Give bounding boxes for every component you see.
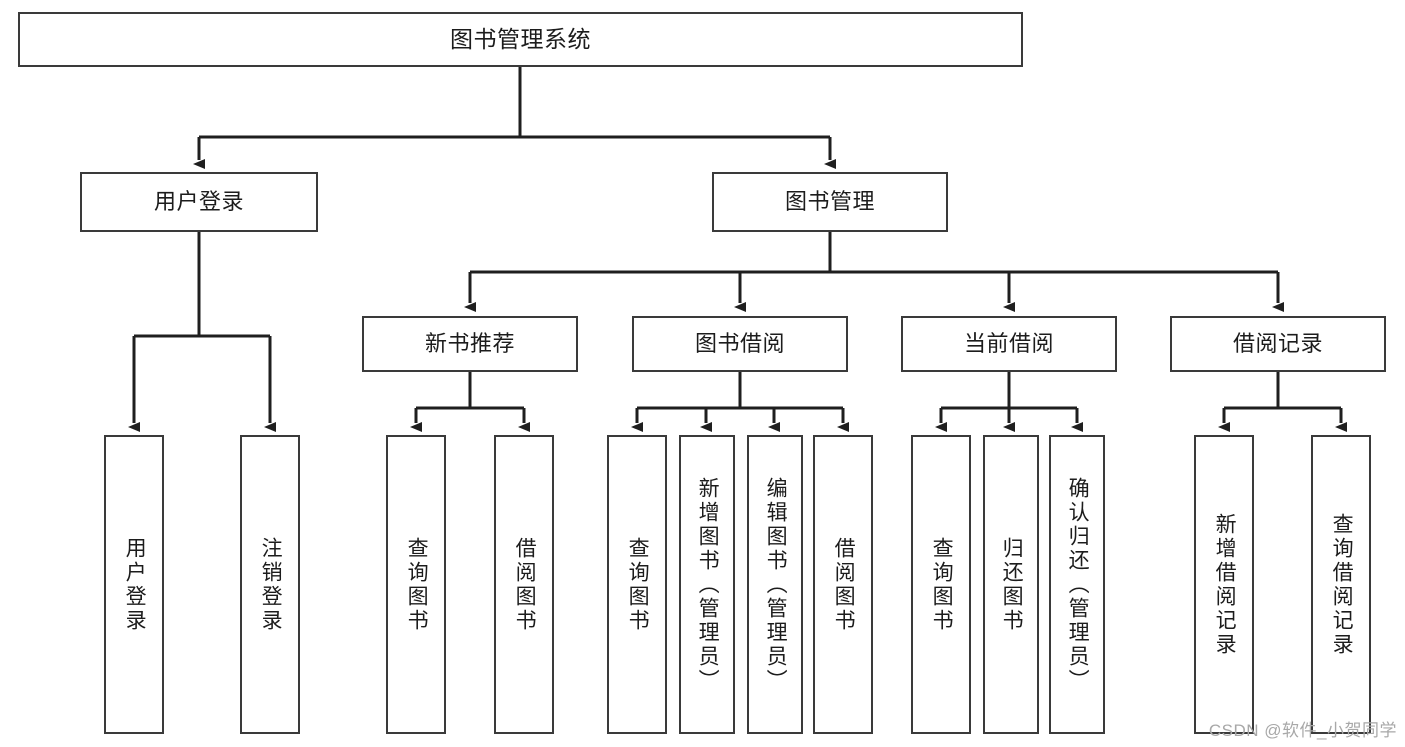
node-root[interactable]: 图书管理系统	[18, 12, 1023, 67]
node-book-borrow[interactable]: 图书借阅	[632, 316, 848, 372]
node-leaf-query-book-1[interactable]: 查询图书	[386, 435, 446, 734]
node-leaf-edit-book[interactable]: 编辑图书（管理员）	[747, 435, 803, 734]
node-user-login[interactable]: 用户登录	[80, 172, 318, 232]
node-leaf-borrow-book-2[interactable]: 借阅图书	[813, 435, 873, 734]
node-user-login-label: 用户登录	[153, 189, 244, 215]
node-new-book-recommend[interactable]: 新书推荐	[362, 316, 578, 372]
node-leaf-query-book-3-label: 查询图书	[930, 536, 954, 633]
node-leaf-user-login-label: 用户登录	[123, 536, 147, 633]
node-leaf-query-record-label: 查询借阅记录	[1330, 512, 1354, 657]
node-leaf-borrow-book-1[interactable]: 借阅图书	[494, 435, 554, 734]
node-leaf-query-book-2[interactable]: 查询图书	[607, 435, 667, 734]
node-borrow-record-label: 借阅记录	[1232, 331, 1323, 357]
node-new-book-recommend-label: 新书推荐	[424, 331, 515, 357]
node-leaf-add-record-label: 新增借阅记录	[1213, 512, 1237, 657]
node-book-management-label: 图书管理	[784, 189, 875, 215]
node-leaf-confirm-return-label: 确认归还（管理员）	[1066, 476, 1090, 693]
node-leaf-query-book-3[interactable]: 查询图书	[911, 435, 971, 734]
node-leaf-add-book-label: 新增图书（管理员）	[696, 476, 720, 693]
node-leaf-confirm-return[interactable]: 确认归还（管理员）	[1049, 435, 1105, 734]
node-leaf-return-book-label: 归还图书	[1000, 536, 1024, 633]
node-leaf-query-record[interactable]: 查询借阅记录	[1311, 435, 1371, 734]
node-leaf-borrow-book-2-label: 借阅图书	[832, 536, 856, 633]
node-leaf-logout-login-label: 注销登录	[259, 536, 283, 633]
node-leaf-borrow-book-1-label: 借阅图书	[513, 536, 537, 633]
node-current-borrow-label: 当前借阅	[963, 331, 1054, 357]
node-leaf-add-book[interactable]: 新增图书（管理员）	[679, 435, 735, 734]
node-leaf-edit-book-label: 编辑图书（管理员）	[764, 476, 788, 693]
node-current-borrow[interactable]: 当前借阅	[901, 316, 1117, 372]
node-root-label: 图书管理系统	[450, 26, 591, 53]
node-book-management[interactable]: 图书管理	[712, 172, 948, 232]
node-leaf-query-book-2-label: 查询图书	[626, 536, 650, 633]
watermark-text: CSDN @软件_小贺同学	[1208, 721, 1397, 740]
node-borrow-record[interactable]: 借阅记录	[1170, 316, 1386, 372]
node-leaf-user-login[interactable]: 用户登录	[104, 435, 164, 734]
node-leaf-add-record[interactable]: 新增借阅记录	[1194, 435, 1254, 734]
node-leaf-return-book[interactable]: 归还图书	[983, 435, 1039, 734]
node-leaf-query-book-1-label: 查询图书	[405, 536, 429, 633]
node-book-borrow-label: 图书借阅	[694, 331, 785, 357]
node-leaf-logout-login[interactable]: 注销登录	[240, 435, 300, 734]
